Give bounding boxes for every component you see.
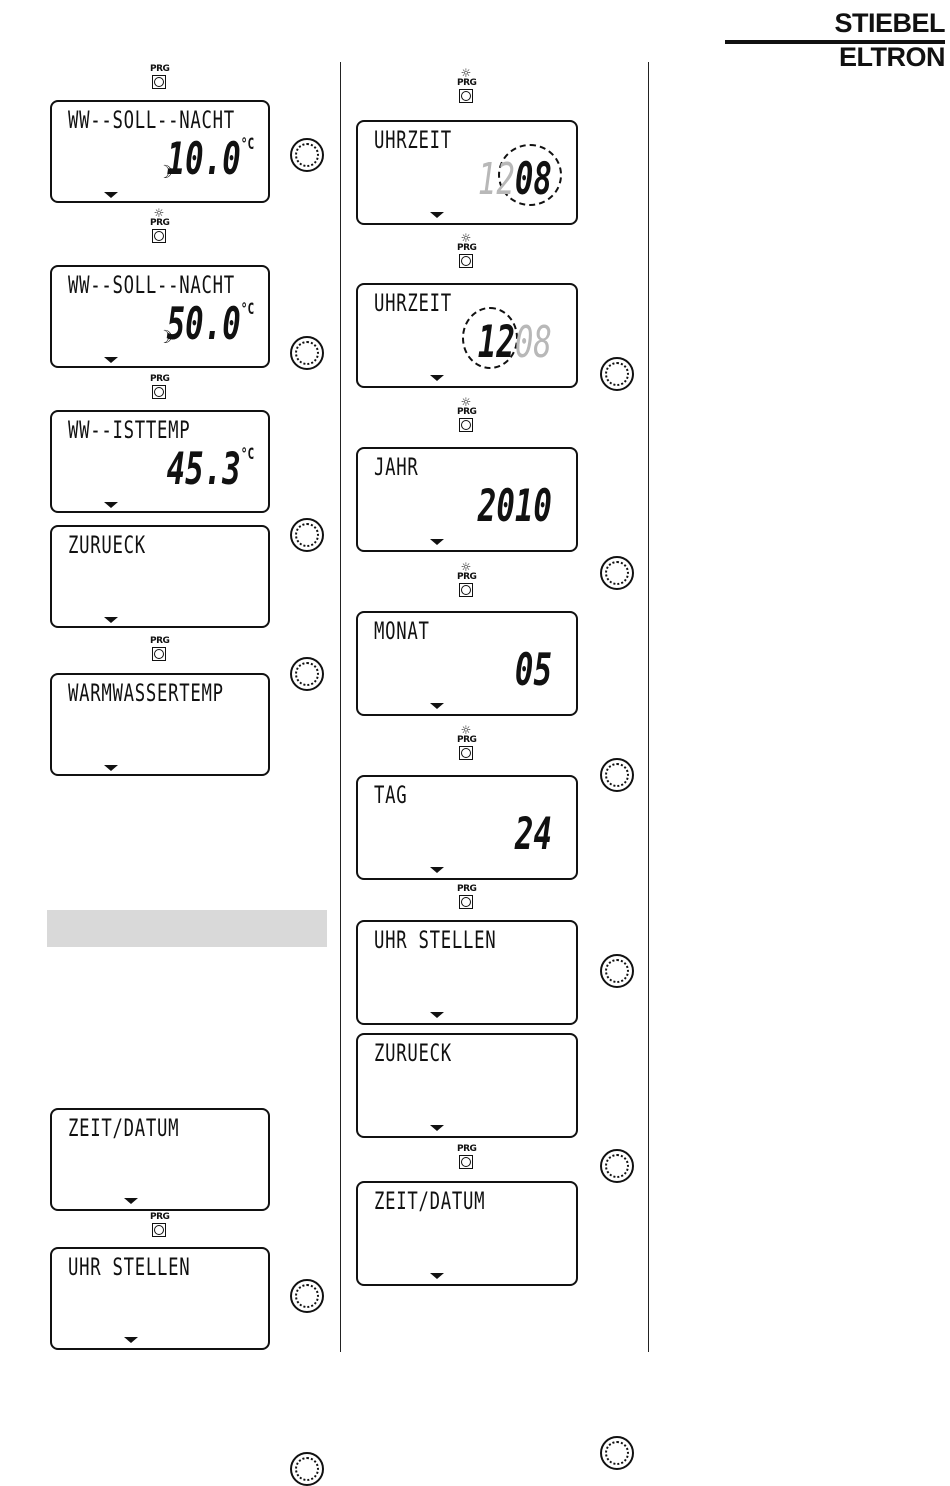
lcd-title: UHRZEIT <box>374 289 452 317</box>
prg-button-icon[interactable]: PRG <box>150 65 168 89</box>
lcd-title: MONAT <box>374 617 430 645</box>
down-arrow-icon <box>430 703 444 709</box>
down-arrow-icon <box>430 1012 444 1018</box>
down-arrow-icon <box>430 1125 444 1131</box>
section-heading-bar <box>47 910 327 947</box>
lcd-jahr: JAHR 2010 <box>356 447 578 552</box>
down-arrow-icon <box>104 617 118 623</box>
rotary-knob-icon[interactable] <box>600 357 634 391</box>
down-arrow-icon <box>104 357 118 363</box>
lcd-ww-soll-nacht-2: WW--SOLL--NACHT ☽ 50.0°C <box>50 265 270 368</box>
lcd-ww-isttemp: WW--ISTTEMP 45.3°C <box>50 410 270 513</box>
rotary-knob-icon[interactable] <box>290 657 324 691</box>
prg-button-icon[interactable]: PRG <box>457 1145 475 1169</box>
lcd-title: WARMWASSERTEMP <box>68 679 224 707</box>
rotary-knob-icon[interactable] <box>290 138 324 172</box>
down-arrow-icon <box>124 1337 138 1343</box>
prg-button-blinking[interactable]: ☼ PRG <box>457 67 475 103</box>
lcd-uhr-stellen: UHR STELLEN <box>356 920 578 1025</box>
down-arrow-icon <box>104 502 118 508</box>
lcd-warmwassertemp: WARMWASSERTEMP <box>50 673 270 776</box>
prg-button-icon[interactable]: PRG <box>457 885 475 909</box>
prg-label: PRG <box>150 219 168 228</box>
lcd-monat: MONAT 05 <box>356 611 578 716</box>
down-arrow-icon <box>430 867 444 873</box>
lcd-value: 10.0°C <box>166 134 254 185</box>
lcd-title: WW--ISTTEMP <box>68 416 190 444</box>
lcd-title: ZEIT/DATUM <box>68 1114 179 1142</box>
lcd-zeit-datum: ZEIT/DATUM <box>356 1181 578 1286</box>
prg-label: PRG <box>457 736 475 745</box>
rotary-knob-icon[interactable] <box>290 1279 324 1313</box>
down-arrow-icon <box>430 1273 444 1279</box>
down-arrow-icon <box>430 375 444 381</box>
lcd-uhrzeit-minutes: UHRZEIT 1208 <box>356 120 578 225</box>
prg-label: PRG <box>457 408 475 417</box>
lcd-value: 50.0°C <box>166 299 254 350</box>
lcd-time: 1208 <box>478 154 552 205</box>
prg-button-icon[interactable]: PRG <box>150 637 168 661</box>
lcd-title: WW--SOLL--NACHT <box>68 106 235 134</box>
lcd-title: UHR STELLEN <box>68 1253 190 1281</box>
lcd-zurueck: ZURUECK <box>50 525 270 628</box>
lcd-title: ZEIT/DATUM <box>374 1187 485 1215</box>
rotary-knob-icon[interactable] <box>600 954 634 988</box>
lcd-tag: TAG 24 <box>356 775 578 880</box>
lcd-title: UHRZEIT <box>374 126 452 154</box>
lcd-value: 24 <box>515 809 552 860</box>
prg-button-blinking[interactable]: ☼ PRG <box>150 207 168 243</box>
column-divider-left <box>340 62 341 1352</box>
down-arrow-icon <box>430 212 444 218</box>
prg-label: PRG <box>150 1213 168 1222</box>
prg-label: PRG <box>150 375 168 384</box>
lcd-ww-soll-nacht-1: WW--SOLL--NACHT ☽ 10.0°C <box>50 100 270 203</box>
lcd-title: ZURUECK <box>374 1039 452 1067</box>
prg-button-blinking[interactable]: ☼ PRG <box>457 724 475 760</box>
prg-label: PRG <box>457 885 475 894</box>
prg-label: PRG <box>457 244 475 253</box>
lcd-title: TAG <box>374 781 407 809</box>
prg-button-blinking[interactable]: ☼ PRG <box>457 232 475 268</box>
prg-button-icon[interactable]: PRG <box>150 375 168 399</box>
lcd-uhrzeit-hours: UHRZEIT 1208 <box>356 283 578 388</box>
lcd-title: ZURUECK <box>68 531 146 559</box>
prg-button-blinking[interactable]: ☼ PRG <box>457 561 475 597</box>
column-divider-right <box>648 62 649 1352</box>
rotary-knob-icon[interactable] <box>600 1436 634 1470</box>
prg-button-icon[interactable]: PRG <box>150 1213 168 1237</box>
lcd-uhr-stellen: UHR STELLEN <box>50 1247 270 1350</box>
lcd-value: 45.3°C <box>166 444 254 495</box>
lcd-title: WW--SOLL--NACHT <box>68 271 235 299</box>
prg-label: PRG <box>150 637 168 646</box>
down-arrow-icon <box>430 539 444 545</box>
lcd-value: 2010 <box>478 481 552 532</box>
down-arrow-icon <box>124 1198 138 1204</box>
lcd-zurueck: ZURUECK <box>356 1033 578 1138</box>
prg-label: PRG <box>457 573 475 582</box>
down-arrow-icon <box>104 192 118 198</box>
lcd-title: JAHR <box>374 453 418 481</box>
rotary-knob-icon[interactable] <box>290 336 324 370</box>
rotary-knob-icon[interactable] <box>600 1149 634 1183</box>
lcd-time: 1208 <box>478 317 552 368</box>
brand-logo: STIEBEL ELTRON <box>725 6 945 44</box>
down-arrow-icon <box>104 765 118 771</box>
lcd-value: 05 <box>515 645 552 696</box>
lcd-title: UHR STELLEN <box>374 926 496 954</box>
rotary-knob-icon[interactable] <box>290 1452 324 1486</box>
lcd-zeit-datum: ZEIT/DATUM <box>50 1108 270 1211</box>
rotary-knob-icon[interactable] <box>600 758 634 792</box>
rotary-knob-icon[interactable] <box>290 518 324 552</box>
prg-label: PRG <box>150 65 168 74</box>
prg-label: PRG <box>457 1145 475 1154</box>
prg-label: PRG <box>457 79 475 88</box>
rotary-knob-icon[interactable] <box>600 556 634 590</box>
prg-button-blinking[interactable]: ☼ PRG <box>457 396 475 432</box>
